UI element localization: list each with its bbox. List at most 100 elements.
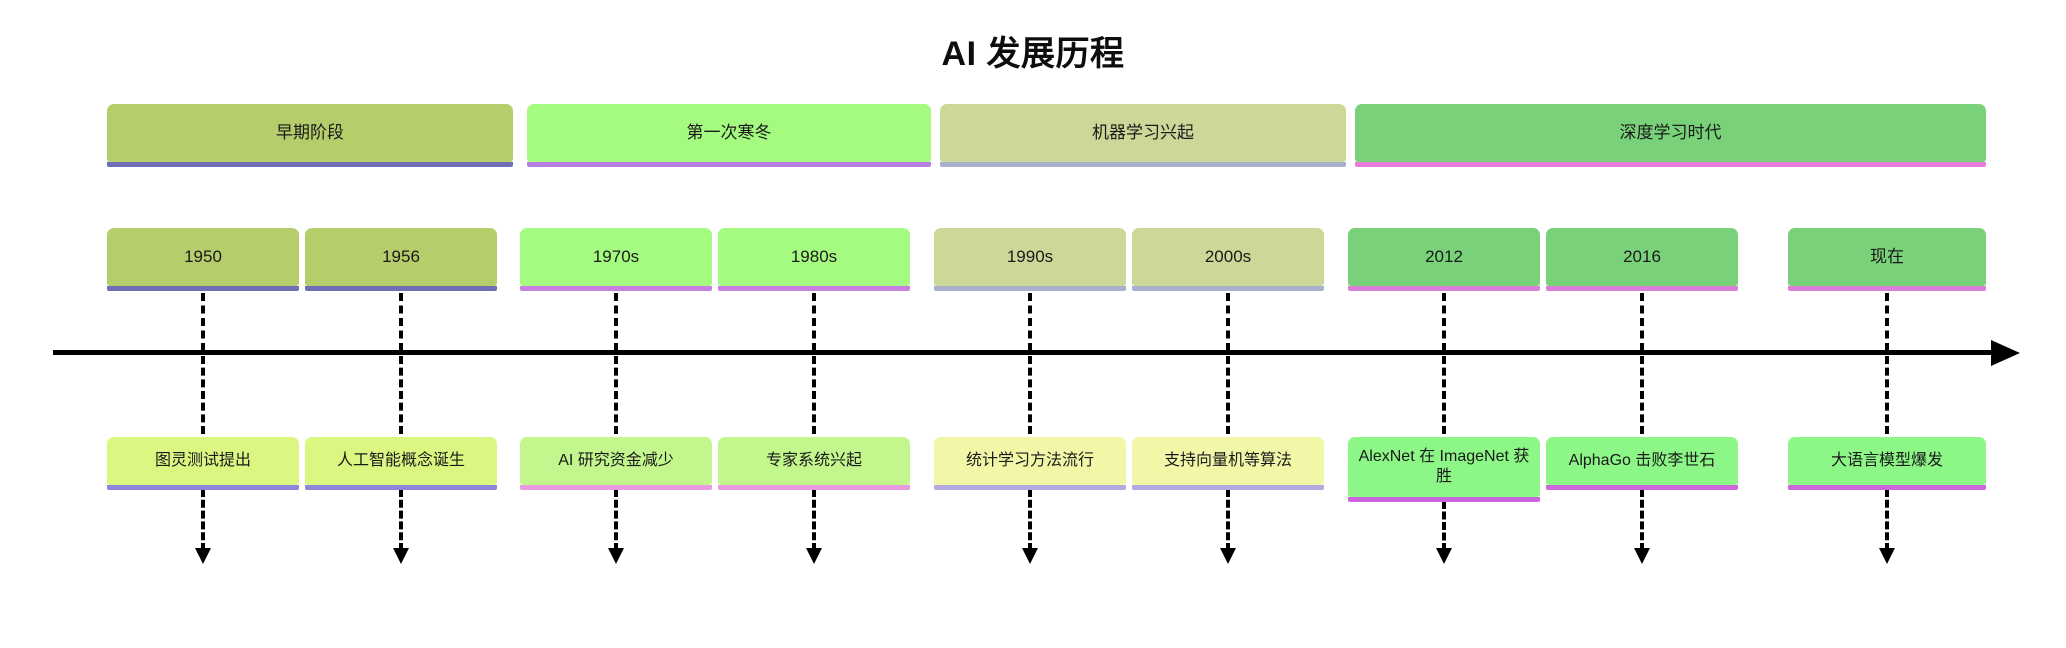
era-box[interactable]: 早期阶段 xyxy=(107,104,513,162)
connector-dashed-line xyxy=(1028,489,1032,551)
connector-dashed-line xyxy=(1226,293,1230,351)
connector-dashed-line xyxy=(614,356,618,434)
connector-dashed-line xyxy=(1640,356,1644,434)
event-box-label: 图灵测试提出 xyxy=(154,452,251,469)
connector-arrow-down-icon xyxy=(1634,548,1650,564)
event-box[interactable]: 支持向量机等算法 xyxy=(1132,437,1324,485)
connector-dashed-line xyxy=(614,293,618,351)
year-box[interactable]: 1980s xyxy=(718,228,910,286)
event-accent-bar xyxy=(718,485,910,490)
connector-arrow-down-icon xyxy=(1220,548,1236,564)
era-accent-bar xyxy=(527,162,931,167)
year-box-label: 2012 xyxy=(1425,247,1463,267)
event-box-label: AI 研究资金减少 xyxy=(558,452,674,469)
connector-arrow-down-icon xyxy=(393,548,409,564)
connector-arrow-down-icon xyxy=(806,548,822,564)
year-accent-bar xyxy=(305,286,497,291)
event-box[interactable]: 专家系统兴起 xyxy=(718,437,910,485)
year-box-label: 1970s xyxy=(592,247,640,267)
year-box-label: 1980s xyxy=(790,247,838,267)
year-box-label: 1990s xyxy=(1006,247,1054,267)
era-accent-bar xyxy=(107,162,513,167)
connector-dashed-line xyxy=(812,356,816,434)
connector-dashed-line xyxy=(1640,489,1644,551)
event-accent-bar xyxy=(934,485,1126,490)
connector-arrow-down-icon xyxy=(1879,548,1895,564)
event-box-label: 支持向量机等算法 xyxy=(1163,452,1292,469)
connector-dashed-line xyxy=(812,293,816,351)
era-box-label: 机器学习兴起 xyxy=(1092,123,1194,143)
year-accent-bar xyxy=(934,286,1126,291)
connector-dashed-line xyxy=(399,489,403,551)
era-accent-bar xyxy=(1355,162,1986,167)
event-accent-bar xyxy=(520,485,712,490)
year-accent-bar xyxy=(520,286,712,291)
connector-dashed-line xyxy=(614,489,618,551)
year-box-label: 1950 xyxy=(184,247,222,267)
era-box[interactable]: 深度学习时代 xyxy=(1355,104,1986,162)
connector-dashed-line xyxy=(201,356,205,434)
connector-arrow-down-icon xyxy=(1022,548,1038,564)
year-box[interactable]: 1956 xyxy=(305,228,497,286)
year-box[interactable]: 1970s xyxy=(520,228,712,286)
era-box-label: 早期阶段 xyxy=(276,123,344,143)
event-accent-bar xyxy=(107,485,299,490)
connector-dashed-line xyxy=(201,489,205,551)
connector-arrow-down-icon xyxy=(195,548,211,564)
event-accent-bar xyxy=(1546,485,1738,490)
era-box[interactable]: 机器学习兴起 xyxy=(940,104,1346,162)
connector-dashed-line xyxy=(399,293,403,351)
year-accent-bar xyxy=(1132,286,1324,291)
connector-dashed-line xyxy=(1885,489,1889,551)
event-box[interactable]: 大语言模型爆发 xyxy=(1788,437,1986,485)
connector-arrow-down-icon xyxy=(1436,548,1452,564)
era-box-label: 第一次寒冬 xyxy=(686,123,772,143)
year-box[interactable]: 1950 xyxy=(107,228,299,286)
event-box[interactable]: 人工智能概念诞生 xyxy=(305,437,497,485)
event-box[interactable]: AlexNet 在 ImageNet 获胜 xyxy=(1348,437,1540,497)
event-accent-bar xyxy=(1788,485,1986,490)
year-box-label: 2016 xyxy=(1623,247,1661,267)
page-title: AI 发展历程 xyxy=(941,35,1125,73)
timeline-axis-line xyxy=(53,350,1995,355)
timeline-arrow-right-icon xyxy=(1991,340,2020,366)
connector-dashed-line xyxy=(201,293,205,351)
connector-dashed-line xyxy=(1885,356,1889,434)
year-accent-bar xyxy=(1788,286,1986,291)
connector-dashed-line xyxy=(1226,356,1230,434)
year-accent-bar xyxy=(1546,286,1738,291)
year-box-label: 现在 xyxy=(1870,247,1904,267)
year-box[interactable]: 现在 xyxy=(1788,228,1986,286)
event-box-label: 统计学习方法流行 xyxy=(965,452,1094,469)
event-box[interactable]: AI 研究资金减少 xyxy=(520,437,712,485)
event-box[interactable]: AlphaGo 击败李世石 xyxy=(1546,437,1738,485)
era-box-label: 深度学习时代 xyxy=(1619,123,1722,143)
connector-dashed-line xyxy=(812,489,816,551)
connector-dashed-line xyxy=(1442,356,1446,434)
year-box-label: 1956 xyxy=(382,247,420,267)
connector-arrow-down-icon xyxy=(608,548,624,564)
event-box-label: 专家系统兴起 xyxy=(765,452,862,469)
connector-dashed-line xyxy=(1028,293,1032,351)
year-accent-bar xyxy=(107,286,299,291)
event-box[interactable]: 统计学习方法流行 xyxy=(934,437,1126,485)
event-accent-bar xyxy=(1132,485,1324,490)
year-box[interactable]: 2000s xyxy=(1132,228,1324,286)
year-accent-bar xyxy=(718,286,910,291)
year-box[interactable]: 2016 xyxy=(1546,228,1738,286)
year-box[interactable]: 1990s xyxy=(934,228,1126,286)
connector-dashed-line xyxy=(1885,293,1889,351)
event-box[interactable]: 图灵测试提出 xyxy=(107,437,299,485)
connector-dashed-line xyxy=(1442,501,1446,551)
year-box-label: 2000s xyxy=(1204,247,1252,267)
era-accent-bar xyxy=(940,162,1346,167)
era-box[interactable]: 第一次寒冬 xyxy=(527,104,931,162)
connector-dashed-line xyxy=(1028,356,1032,434)
connector-dashed-line xyxy=(1226,489,1230,551)
connector-dashed-line xyxy=(1640,293,1644,351)
event-box-label: 大语言模型爆发 xyxy=(1830,452,1943,469)
event-box-label: AlexNet 在 ImageNet 获胜 xyxy=(1358,448,1530,485)
event-box-label: AlphaGo 击败李世石 xyxy=(1568,452,1716,469)
year-box[interactable]: 2012 xyxy=(1348,228,1540,286)
